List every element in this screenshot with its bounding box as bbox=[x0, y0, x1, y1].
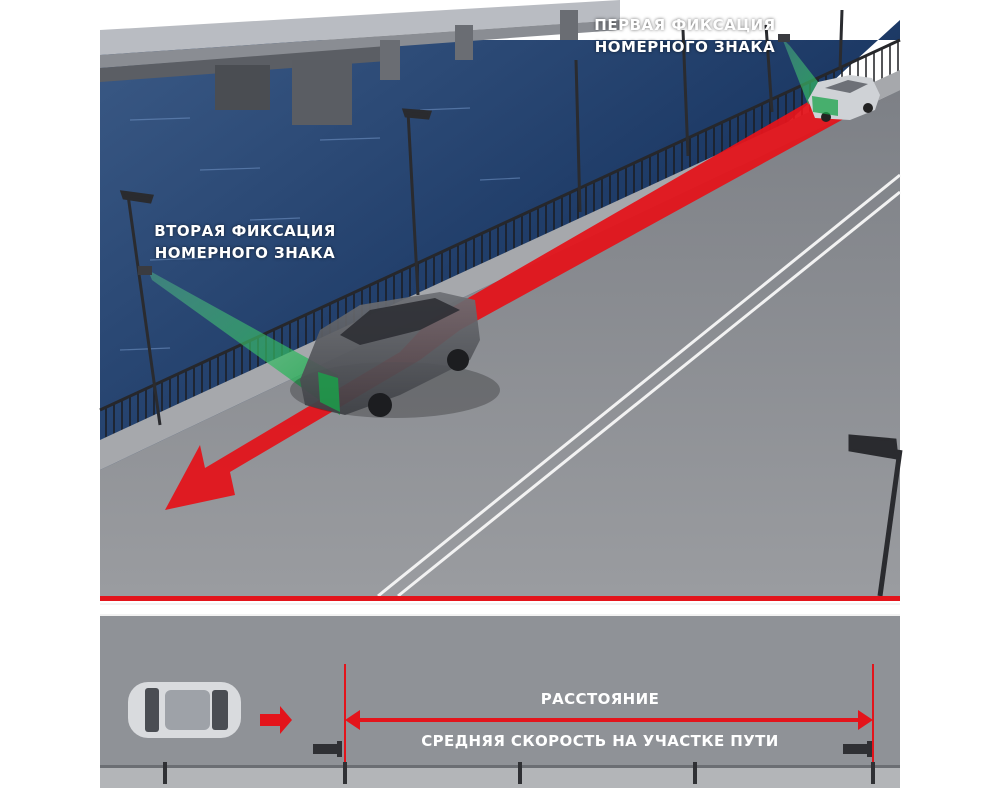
camera-icon bbox=[313, 741, 342, 757]
divider-white-line bbox=[100, 603, 900, 605]
camera-first-icon bbox=[778, 34, 790, 42]
water-reflections bbox=[119, 107, 521, 351]
first-capture-line-1: ПЕРВАЯ ФИКСАЦИЯ bbox=[594, 16, 776, 34]
second-capture-line-1: ВТОРАЯ ФИКСАЦИЯ bbox=[154, 222, 336, 240]
car-far bbox=[808, 75, 880, 122]
distance-label: РАССТОЯНИЕ bbox=[540, 690, 660, 708]
second-capture-label: ВТОРАЯ ФИКСАЦИЯ НОМЕРНОГО ЗНАКА bbox=[145, 220, 345, 264]
second-capture-line-2: НОМЕРНОГО ЗНАКА bbox=[154, 244, 336, 262]
plan-lamp-posts bbox=[163, 762, 875, 784]
camera-second-icon bbox=[138, 266, 152, 275]
camera-icon bbox=[843, 741, 872, 757]
first-capture-label: ПЕРВАЯ ФИКСАЦИЯ НОМЕРНОГО ЗНАКА bbox=[580, 14, 790, 58]
road-center-double-line bbox=[377, 173, 901, 598]
section-divider-red bbox=[100, 596, 900, 601]
embankment-fence bbox=[100, 40, 900, 440]
first-capture-line-2: НОМЕРНОГО ЗНАКА bbox=[594, 38, 776, 56]
plan-car bbox=[128, 682, 241, 738]
bridge bbox=[100, 0, 620, 125]
fence-top-rail bbox=[99, 38, 901, 412]
divider-white-line bbox=[100, 614, 900, 616]
car-near bbox=[290, 292, 500, 418]
camera-beam-second bbox=[148, 270, 340, 415]
road-surface bbox=[100, 90, 900, 596]
distance-arrow-left-head bbox=[345, 710, 360, 730]
lamp-post bbox=[119, 9, 903, 597]
plan-sidewalk bbox=[100, 768, 900, 788]
plan-curb bbox=[100, 765, 900, 768]
distance-arrow-right-head bbox=[858, 710, 873, 730]
direction-arrow-icon bbox=[260, 706, 292, 734]
average-speed-label: СРЕДНЯЯ СКОРОСТЬ НА УЧАСТКЕ ПУТИ bbox=[421, 732, 779, 750]
